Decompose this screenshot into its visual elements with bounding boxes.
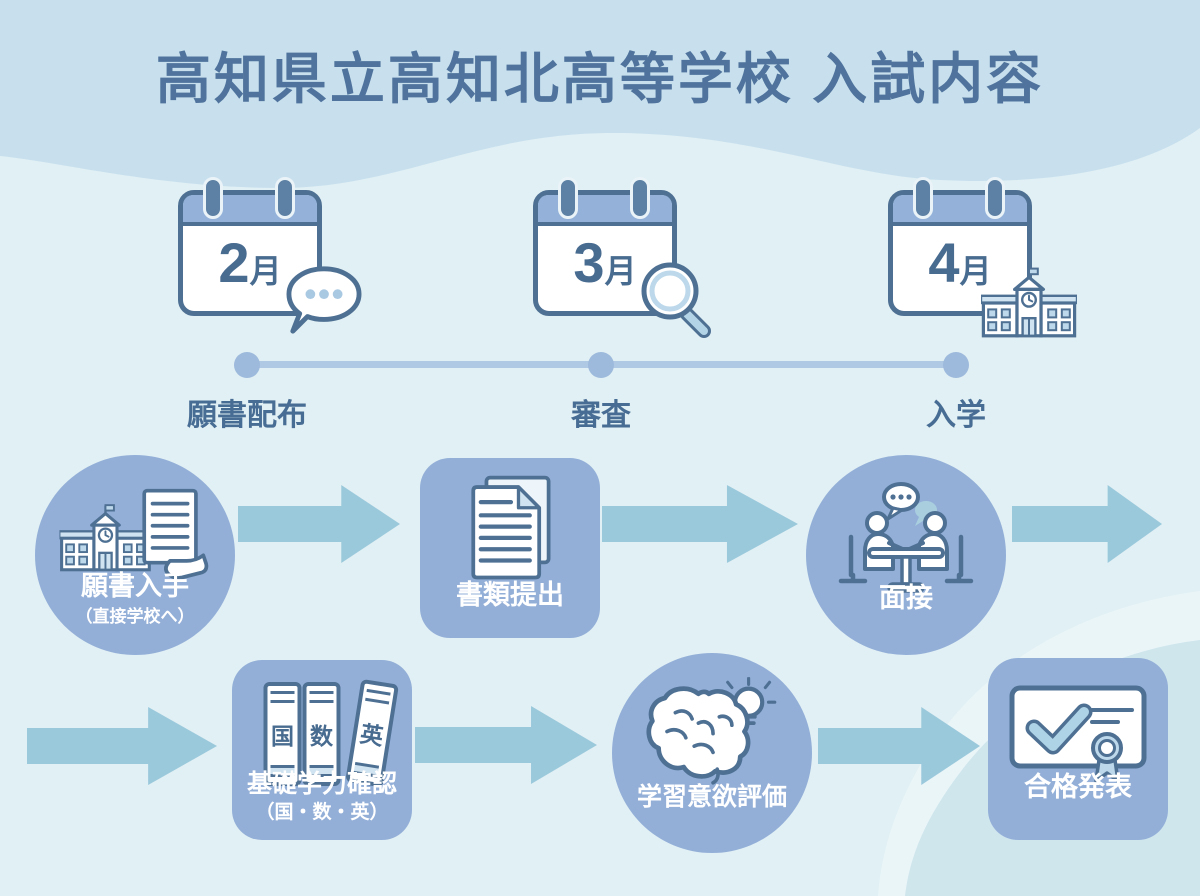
brain-bulb-icon <box>644 677 780 786</box>
calendar-month: 4月 <box>893 226 1027 300</box>
step-label: 面接 <box>879 583 933 613</box>
step-application-obtain: 願書入手 （直接学校へ） <box>35 455 235 655</box>
month-number: 4 <box>928 231 960 294</box>
step-academic-check: 国 数 英 基礎学力確認 （国・数・英） <box>232 660 412 840</box>
book-band <box>270 691 295 703</box>
step-sublabel: （直接学校へ） <box>75 607 195 626</box>
flow-arrow <box>1012 485 1162 563</box>
calendar-ring-icon <box>275 177 295 219</box>
calendar-ring-icon <box>203 177 223 219</box>
calendar-month: 2月 <box>183 226 317 300</box>
timeline-dot <box>943 352 969 378</box>
flow-arrow <box>602 485 798 563</box>
step-label: 願書入手 <box>81 571 189 601</box>
step-interview: 面接 <box>806 455 1006 655</box>
timeline-dot <box>588 352 614 378</box>
flow-arrow <box>27 707 217 785</box>
calendar-february: 2月 <box>178 177 322 316</box>
timeline-label-screening: 審査 <box>571 399 631 432</box>
header-wave <box>0 0 1200 188</box>
flow-arrow <box>818 707 980 785</box>
timeline-label-distribution: 願書配布 <box>187 399 307 432</box>
flow-arrow <box>238 485 400 563</box>
timeline-dot <box>234 352 260 378</box>
step-label: 基礎学力確認 <box>246 770 397 798</box>
calendar-ring-icon <box>985 177 1005 219</box>
calendar-ring-icon <box>630 177 650 219</box>
book-band <box>270 765 295 777</box>
month-number: 2 <box>218 231 250 294</box>
step-pass-announcement: 合格発表 <box>988 658 1168 840</box>
step-document-submission: 書類提出 <box>420 458 600 638</box>
book-math: 数 <box>302 682 341 786</box>
speech-bubble-icon <box>283 263 365 337</box>
calendar-month: 3月 <box>538 226 672 300</box>
book-label: 英 <box>358 720 386 750</box>
school-icon <box>981 267 1077 339</box>
calendar-ring-icon <box>558 177 578 219</box>
calendar-ring-icon <box>913 177 933 219</box>
books-icon: 国 数 英 <box>263 678 399 788</box>
month-unit: 月 <box>604 253 637 289</box>
documents-icon <box>458 472 562 585</box>
book-label: 国 <box>271 723 294 749</box>
month-number: 3 <box>573 231 605 294</box>
step-label: 合格発表 <box>1024 772 1132 802</box>
page-title: 高知県立高知北高等学校 入試内容 <box>155 48 1045 110</box>
book-band <box>309 691 334 703</box>
magnifier-icon <box>636 257 720 341</box>
month-unit: 月 <box>249 253 282 289</box>
timeline-label-enrollment: 入学 <box>926 399 986 432</box>
step-label: 書類提出 <box>456 580 564 610</box>
step-label: 学習意欲評価 <box>636 783 787 811</box>
book-band <box>309 765 334 777</box>
book-japanese: 国 <box>263 682 302 786</box>
step-sublabel: （国・数・英） <box>255 802 389 823</box>
book-label: 数 <box>310 723 333 749</box>
calendar-april: 4月 <box>888 177 1032 316</box>
flow-arrow <box>415 706 597 784</box>
calendar-march: 3月 <box>533 177 677 316</box>
month-unit: 月 <box>959 253 992 289</box>
step-motivation-evaluation: 学習意欲評価 <box>612 653 812 853</box>
